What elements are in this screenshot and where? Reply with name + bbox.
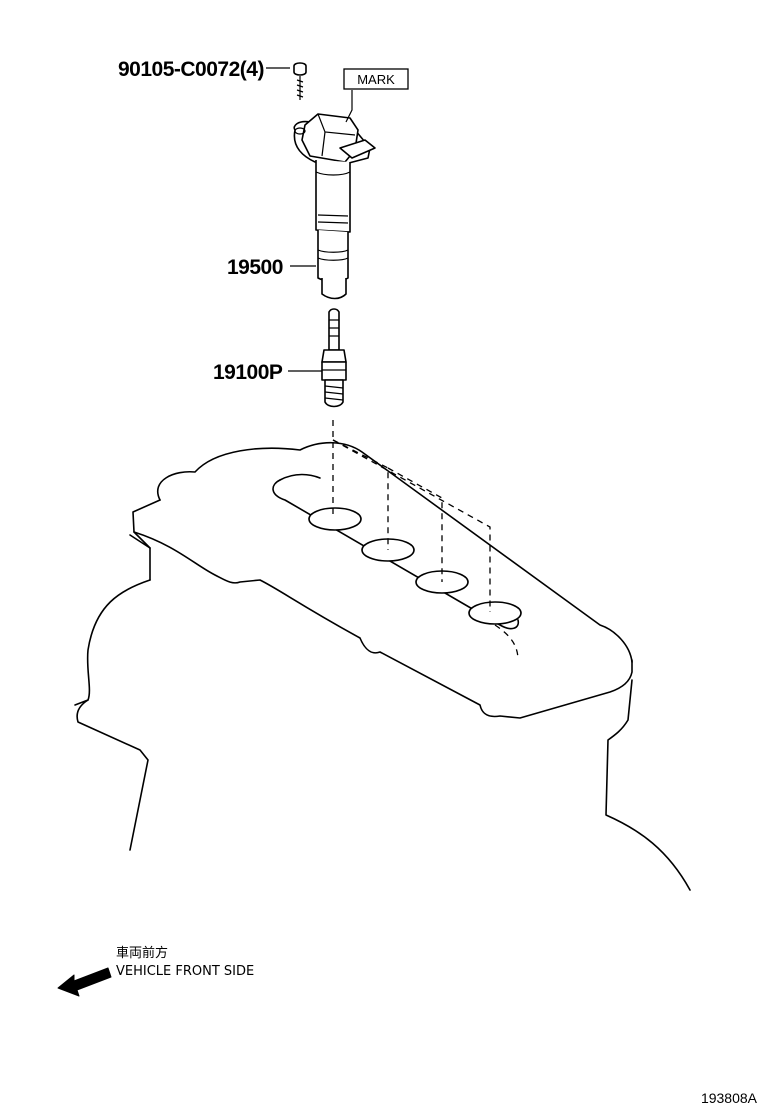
vehicle-front-japanese: 車両前方	[116, 945, 168, 961]
spark-plug-icon	[321, 308, 347, 408]
mark-label: MARK	[357, 72, 395, 87]
vehicle-front-english: VEHICLE FRONT SIDE	[116, 964, 254, 979]
vehicle-front-note: 車両前方 VEHICLE FRONT SIDE	[57, 945, 254, 997]
front-direction-arrow-icon	[57, 967, 112, 997]
ignition-coil-icon	[293, 113, 376, 300]
coil-part-number: 19500	[227, 256, 283, 279]
mark-leader-line	[345, 90, 353, 123]
bolt-icon	[293, 62, 307, 100]
plug-part-number: 19100P	[213, 361, 283, 384]
alignment-dashed-lines	[332, 420, 491, 612]
figure-number: 193808A	[701, 1090, 758, 1106]
engine-head-cover-illustration	[74, 441, 691, 891]
mark-label-box	[343, 68, 409, 90]
bolt-part-number: 90105-C0072(4)	[118, 58, 264, 81]
